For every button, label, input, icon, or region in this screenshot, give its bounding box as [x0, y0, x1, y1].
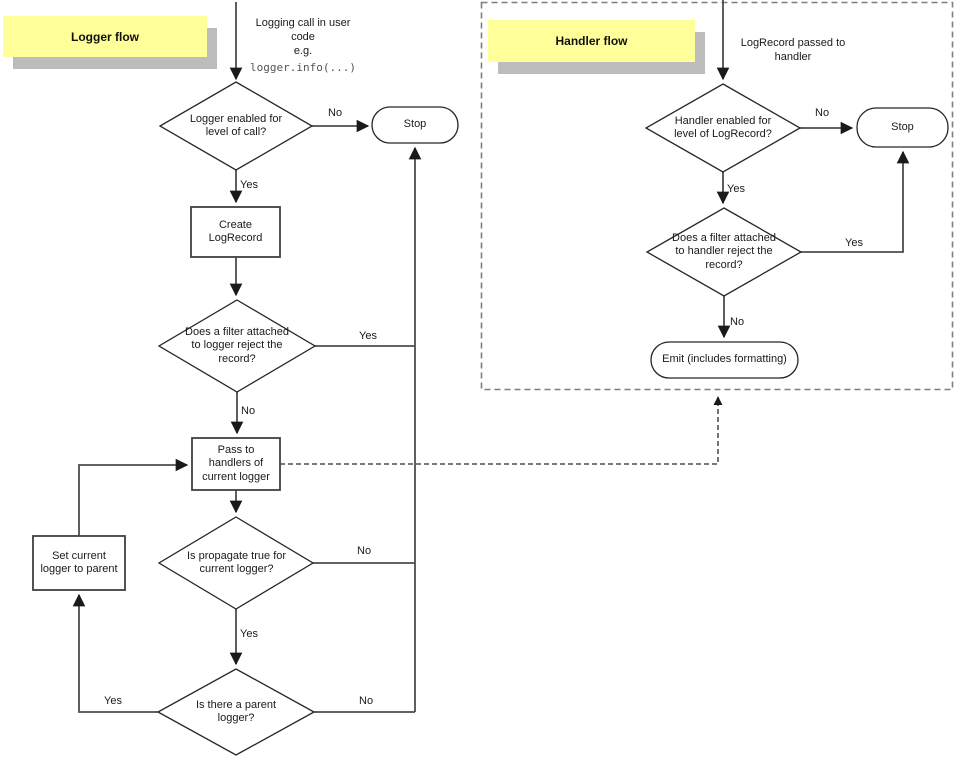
edge-label-level-yes: Yes [240, 179, 258, 191]
label-emit: Emit (includes formatting) [662, 353, 787, 366]
logger-flow-edges [72, 2, 422, 713]
diamond-logger-level-check [158, 81, 314, 171]
edge-label-hfilter-no: No [730, 316, 745, 328]
label-handler-stop: Stop [891, 120, 914, 133]
diamond-handler-level-check [644, 83, 802, 173]
label-handler-filter-check: Does a filter attached to handler reject… [672, 231, 776, 271]
handler-flow-title-label: Handler flow [555, 34, 628, 48]
diamond-parent-check [156, 668, 316, 756]
diamond-propagate-check [157, 516, 315, 610]
logger-flow-title: Logger flow [3, 16, 207, 57]
label-create-logrecord: Create LogRecord [208, 218, 263, 245]
edge-label-propagate-no: No [357, 545, 372, 557]
label-parent-check: Is there a parent logger? [195, 698, 277, 725]
rect-set-current-logger [32, 535, 126, 591]
edge-label-level-no: No [328, 107, 343, 119]
pill-logger-stop [371, 106, 459, 144]
label-logger-filter-check: Does a filter attached to logger reject … [185, 325, 289, 365]
logger-start-text: Logging call in user code e.g. [255, 17, 351, 57]
logger-flow-title-label: Logger flow [71, 29, 139, 44]
label-handler-level-check: Handler enabled for level of LogRecord? [674, 114, 772, 141]
label-set-current-logger: Set current logger to parent [40, 549, 118, 576]
edge-label-filter-yes: Yes [359, 330, 377, 342]
edge-label-parent-no: No [359, 695, 374, 707]
diamond-handler-filter-check [645, 207, 803, 297]
diamond-logger-filter-check [157, 299, 317, 393]
edge-label-parent-yes: Yes [104, 695, 122, 707]
edge-label-hfilter-yes: Yes [845, 237, 863, 249]
edge-label-filter-no: No [241, 405, 256, 417]
edge-parent-yes-to-setparent [72, 593, 158, 713]
handler-flow-title: Handler flow [488, 20, 695, 62]
handler-flow-dashed-border [480, 1, 954, 391]
label-logger-level-check: Logger enabled for level of call? [189, 112, 283, 139]
label-propagate-check: Is propagate true for current logger? [186, 549, 287, 576]
label-pass-to-handlers: Pass to handlers of current logger [202, 443, 270, 483]
pill-handler-stop [856, 107, 949, 148]
handler-flow-edges [716, 0, 910, 339]
rect-create-logrecord [190, 206, 281, 258]
pill-emit [650, 341, 799, 379]
logger-start-code: logger.info(...) [250, 61, 356, 74]
handler-start-text: LogRecord passed to handler [740, 37, 846, 63]
edge-label-hlevel-no: No [815, 107, 830, 119]
edge-label-propagate-yes: Yes [240, 628, 258, 640]
edge-hfilter-yes-to-stop [801, 150, 910, 253]
label-logger-stop: Stop [403, 118, 427, 131]
edge-label-hlevel-yes: Yes [727, 183, 745, 195]
edge-setparent-loop-to-pass [78, 458, 189, 536]
rect-pass-to-handlers [191, 437, 281, 491]
edge-pass-to-handler-flow-dashed [280, 396, 723, 465]
